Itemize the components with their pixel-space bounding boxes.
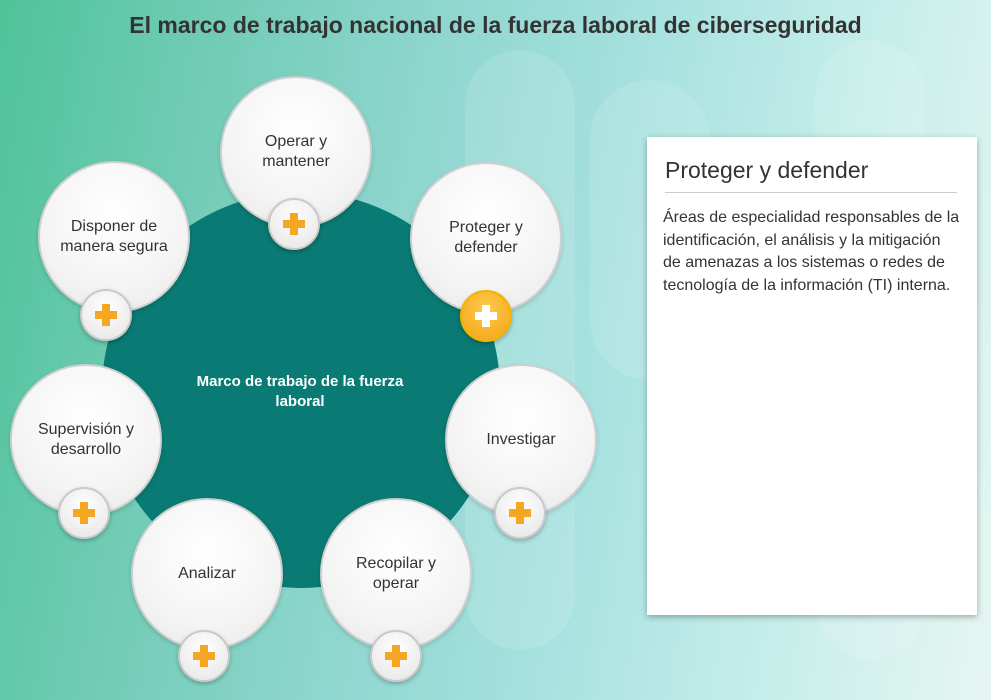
plus-icon-proteger-y-defender[interactable] <box>460 290 512 342</box>
page-title: El marco de trabajo nacional de la fuerz… <box>129 12 862 38</box>
hub-label: Marco de trabajo de la fuerza laboral <box>196 373 404 410</box>
node-analizar[interactable]: Analizar <box>131 498 283 650</box>
node-supervision-y-desarrollo[interactable]: Supervisión y desarrollo <box>10 364 162 516</box>
panel-title: Proteger y defender <box>665 157 957 193</box>
panel-body: Áreas de especialidad responsables de la… <box>663 209 960 294</box>
plus-icon-disponer-de-manera-segura[interactable] <box>80 289 132 341</box>
node-proteger-y-defender[interactable]: Proteger y defender <box>410 162 562 314</box>
plus-icon-operar-y-mantener[interactable] <box>268 198 320 250</box>
detail-panel: Proteger y defender Áreas de especialida… <box>647 137 977 615</box>
plus-icon-supervision-y-desarrollo[interactable] <box>58 487 110 539</box>
node-recopilar-y-operar[interactable]: Recopilar y operar <box>320 498 472 650</box>
plus-icon-analizar[interactable] <box>178 630 230 682</box>
plus-icon-recopilar-y-operar[interactable] <box>370 630 422 682</box>
plus-icon-investigar[interactable] <box>494 487 546 539</box>
